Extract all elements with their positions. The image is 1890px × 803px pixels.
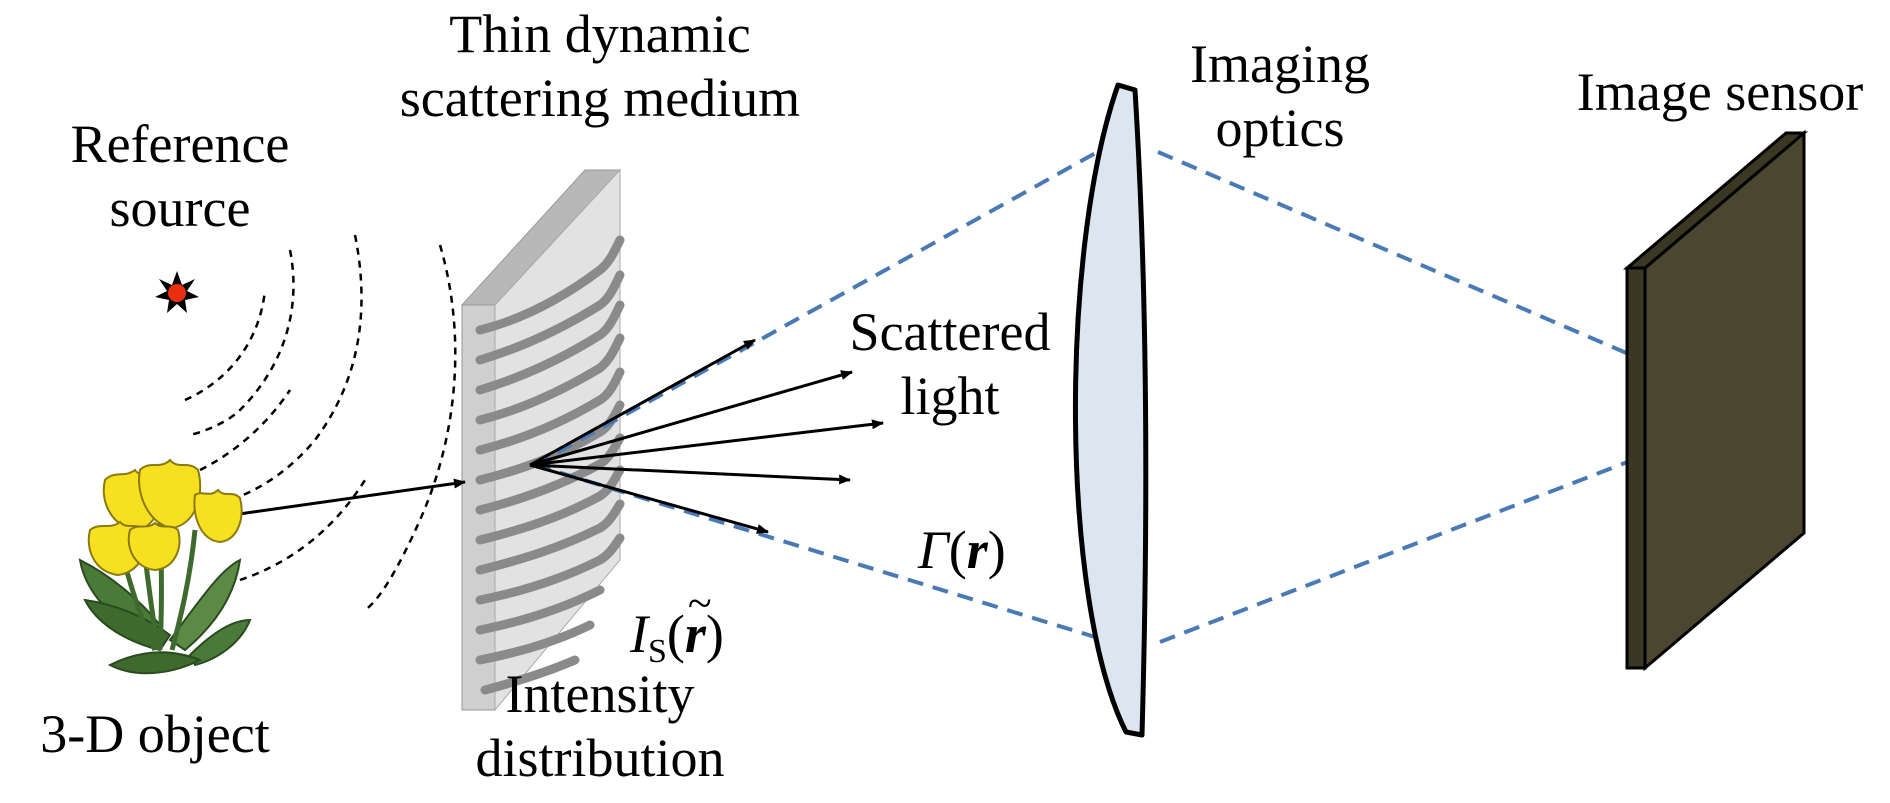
- intensity-subscript: S: [647, 633, 667, 670]
- scattering-medium: [460, 168, 625, 712]
- wavefront-arc-1: [189, 249, 295, 437]
- imaging-optics-label-line2: optics: [1215, 98, 1345, 158]
- incident-arrow: [231, 478, 466, 517]
- wavefront-arc-5: [199, 389, 292, 472]
- wavefronts: [184, 234, 457, 612]
- scattered-light-label-line1: Scattered: [849, 302, 1051, 362]
- intensity-distribution-label-line1: Intensity: [505, 664, 695, 724]
- ray-upper-to-sensor: [1157, 150, 1639, 360]
- ray-lower-to-lens: [534, 463, 1096, 639]
- scattered-arrow-4: [529, 463, 851, 485]
- scattered-light-label-line2: light: [900, 366, 1000, 426]
- gamma-open-paren: (: [948, 520, 967, 580]
- imaging-optics-label: Imaging optics: [1160, 32, 1400, 160]
- reference-source-icon: [155, 271, 199, 313]
- image-sensor-label: Image sensor: [1555, 60, 1885, 124]
- gamma-close-paren: ): [987, 520, 1006, 580]
- intensity-symbol-label: IS(~r): [630, 579, 724, 684]
- sensor-edge-face: [1625, 266, 1647, 670]
- gamma-argument: r: [966, 520, 988, 580]
- medium-ridges: [475, 235, 625, 695]
- sensor-front-face: [1643, 129, 1806, 672]
- intensity-argument: ~r: [684, 579, 712, 666]
- wavefront-arc-4: [184, 289, 267, 402]
- scattered-arrows: [529, 338, 884, 534]
- reference-source-label: Reference source: [40, 112, 320, 240]
- object-label-text: 3-D object: [40, 704, 270, 764]
- gamma-symbol: Γ: [918, 520, 949, 580]
- intensity-close-paren: ): [705, 604, 724, 664]
- reference-source-label-line1: Reference: [70, 114, 290, 174]
- intensity-argument-letter: r: [684, 604, 706, 664]
- medium-label: Thin dynamic scattering medium: [380, 2, 820, 130]
- ray-lower-to-sensor: [1159, 456, 1639, 644]
- intensity-distribution-label-line2: distribution: [475, 728, 725, 788]
- medium-side-face: [494, 168, 621, 712]
- intensity-symbol: I: [630, 604, 648, 664]
- scattered-arrow-2: [529, 370, 853, 467]
- ray-upper-to-lens: [534, 143, 1111, 467]
- gamma-label: Γ(r): [918, 518, 1006, 582]
- wavefront-arc-3: [364, 244, 457, 612]
- reference-source-label-line2: source: [109, 178, 251, 238]
- wavefront-arc-2: [229, 234, 363, 502]
- tulip-object-icon: [78, 458, 252, 675]
- intensity-distribution-label: Intensity distribution: [440, 662, 760, 790]
- imaging-lens: [1073, 82, 1149, 738]
- object-label: 3-D object: [10, 702, 300, 766]
- wavefront-arc-6: [239, 479, 367, 582]
- scattered-arrow-5: [529, 463, 769, 534]
- image-sensor: [1622, 129, 1809, 672]
- medium-label-line2: scattering medium: [399, 68, 801, 128]
- image-sensor-label-text: Image sensor: [1576, 62, 1864, 122]
- scattered-arrow-3: [529, 419, 884, 467]
- scattered-light-label: Scattered light: [820, 300, 1080, 428]
- scattered-arrow-1: [529, 338, 756, 467]
- sensor-top-face: [1622, 131, 1809, 270]
- marginal-rays: [534, 143, 1639, 644]
- medium-label-line1: Thin dynamic: [449, 4, 751, 64]
- intensity-open-paren: (: [666, 604, 685, 664]
- imaging-optics-label-line1: Imaging: [1190, 34, 1370, 94]
- intensity-tilde: ~: [687, 579, 712, 628]
